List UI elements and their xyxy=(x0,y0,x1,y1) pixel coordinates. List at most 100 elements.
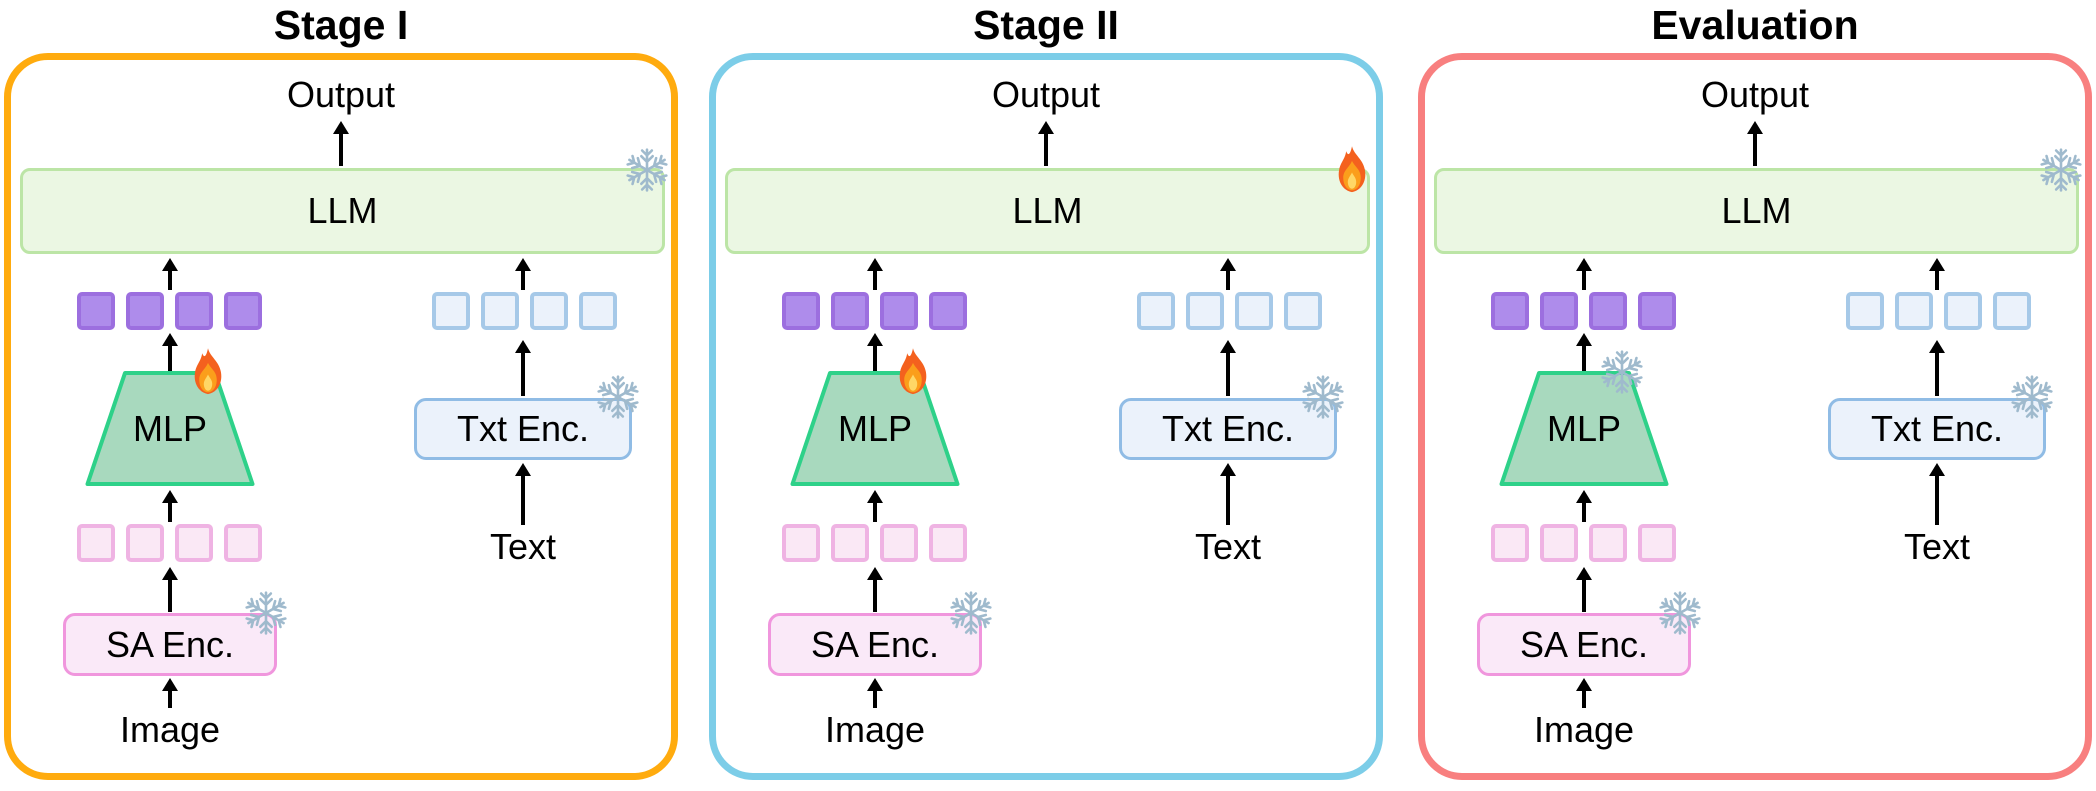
visual-token xyxy=(831,292,869,330)
llm-status-icon xyxy=(2035,144,2087,196)
snowflake-icon xyxy=(1659,591,1701,635)
txt-encoder-status-icon xyxy=(1297,371,1349,423)
mlp-trapezoid xyxy=(790,371,960,486)
arrow-patch-tokens-to-mlp xyxy=(867,490,883,522)
text-input-label: Text xyxy=(1194,526,1262,567)
arrow-image-to-sa-encoder xyxy=(867,678,883,708)
patch-token xyxy=(929,524,967,562)
fire-icon xyxy=(194,348,222,395)
text-token xyxy=(1993,292,2031,330)
llm-box: LLM xyxy=(20,168,665,254)
text-token xyxy=(1186,292,1224,330)
snowflake-icon xyxy=(2011,375,2053,419)
text-input-label: Text xyxy=(1903,526,1971,567)
mlp-status-icon xyxy=(1596,346,1648,398)
text-token xyxy=(481,292,519,330)
snowflake-icon xyxy=(245,591,287,635)
sa-encoder-label: SA Enc. xyxy=(1519,623,1649,665)
text-token xyxy=(530,292,568,330)
patch-token xyxy=(1491,524,1529,562)
arrow-sa-encoder-to-patch-tokens xyxy=(1576,567,1592,612)
txt-encoder-box: Txt Enc. xyxy=(414,398,632,460)
text-token xyxy=(1137,292,1175,330)
snowflake-icon xyxy=(950,591,992,635)
txt-encoder-box: Txt Enc. xyxy=(1119,398,1337,460)
arrow-visual-tokens-to-llm xyxy=(1576,258,1592,290)
arrow-txt-encoder-to-text-tokens xyxy=(1929,340,1945,396)
llm-status-icon xyxy=(621,144,673,196)
image-input-label: Image xyxy=(119,709,221,750)
arrow-sa-encoder-to-patch-tokens xyxy=(867,567,883,612)
llm-label: LLM xyxy=(1012,190,1083,231)
visual-token xyxy=(880,292,918,330)
panel-border xyxy=(4,53,678,780)
visual-token xyxy=(1491,292,1529,330)
sa-encoder-label: SA Enc. xyxy=(105,623,235,665)
visual-token xyxy=(126,292,164,330)
text-token xyxy=(579,292,617,330)
patch-token xyxy=(224,524,262,562)
arrow-txt-encoder-to-text-tokens xyxy=(515,340,531,396)
mlp-trapezoid xyxy=(85,371,255,486)
patch-token xyxy=(126,524,164,562)
sa-encoder-status-icon xyxy=(1654,587,1706,639)
stage-panel: Stage II Output LLM xyxy=(709,0,1383,791)
txt-encoder-label: Txt Enc. xyxy=(456,408,590,449)
text-input-label: Text xyxy=(489,526,557,567)
output-label: Output xyxy=(991,74,1101,115)
arrow-text-tokens-to-llm xyxy=(515,258,531,290)
arrow-text-tokens-to-llm xyxy=(1220,258,1236,290)
stage-panel: Stage I Output LLM xyxy=(4,0,678,791)
txt-encoder-label: Txt Enc. xyxy=(1161,408,1295,449)
patch-token xyxy=(1540,524,1578,562)
visual-token xyxy=(1638,292,1676,330)
fire-icon xyxy=(899,348,927,395)
txt-encoder-status-icon xyxy=(592,371,644,423)
patch-token xyxy=(831,524,869,562)
arrow-llm-to-output xyxy=(1038,121,1054,166)
patch-token xyxy=(782,524,820,562)
output-label: Output xyxy=(286,74,396,115)
sa-encoder-box: SA Enc. xyxy=(1477,613,1691,676)
text-token xyxy=(1846,292,1884,330)
arrow-text-to-txt-encoder xyxy=(1929,463,1945,525)
txt-encoder-box: Txt Enc. xyxy=(1828,398,2046,460)
text-token xyxy=(1235,292,1273,330)
patch-token xyxy=(77,524,115,562)
mlp-status-icon xyxy=(887,346,939,398)
panel-title: Evaluation xyxy=(1651,2,1859,48)
mlp-status-icon xyxy=(182,346,234,398)
arrow-sa-encoder-to-patch-tokens xyxy=(162,567,178,612)
llm-label: LLM xyxy=(1721,190,1792,231)
arrow-visual-tokens-to-llm xyxy=(162,258,178,290)
arrow-mlp-to-visual-tokens xyxy=(867,333,883,371)
panel-border xyxy=(709,53,1383,780)
text-token xyxy=(432,292,470,330)
panel-border xyxy=(1418,53,2092,780)
text-token xyxy=(1284,292,1322,330)
sa-encoder-status-icon xyxy=(945,587,997,639)
text-token xyxy=(1944,292,1982,330)
patch-token xyxy=(175,524,213,562)
arrow-text-to-txt-encoder xyxy=(515,463,531,525)
arrow-mlp-to-visual-tokens xyxy=(162,333,178,371)
visual-token xyxy=(77,292,115,330)
txt-encoder-status-icon xyxy=(2006,371,2058,423)
mlp-trapezoid xyxy=(1499,371,1669,486)
arrow-patch-tokens-to-mlp xyxy=(1576,490,1592,522)
visual-token xyxy=(929,292,967,330)
text-token xyxy=(1895,292,1933,330)
visual-token xyxy=(1589,292,1627,330)
mlp-label: MLP xyxy=(1546,408,1622,449)
sa-encoder-box: SA Enc. xyxy=(768,613,982,676)
arrow-image-to-sa-encoder xyxy=(162,678,178,708)
llm-label: LLM xyxy=(307,190,378,231)
stage-panel: Evaluation Output LLM xyxy=(1418,0,2092,791)
snowflake-icon xyxy=(1302,375,1344,419)
sa-encoder-status-icon xyxy=(240,587,292,639)
arrow-patch-tokens-to-mlp xyxy=(162,490,178,522)
llm-box: LLM xyxy=(725,168,1370,254)
snowflake-icon xyxy=(597,375,639,419)
arrow-text-tokens-to-llm xyxy=(1929,258,1945,290)
mlp-label: MLP xyxy=(132,408,208,449)
